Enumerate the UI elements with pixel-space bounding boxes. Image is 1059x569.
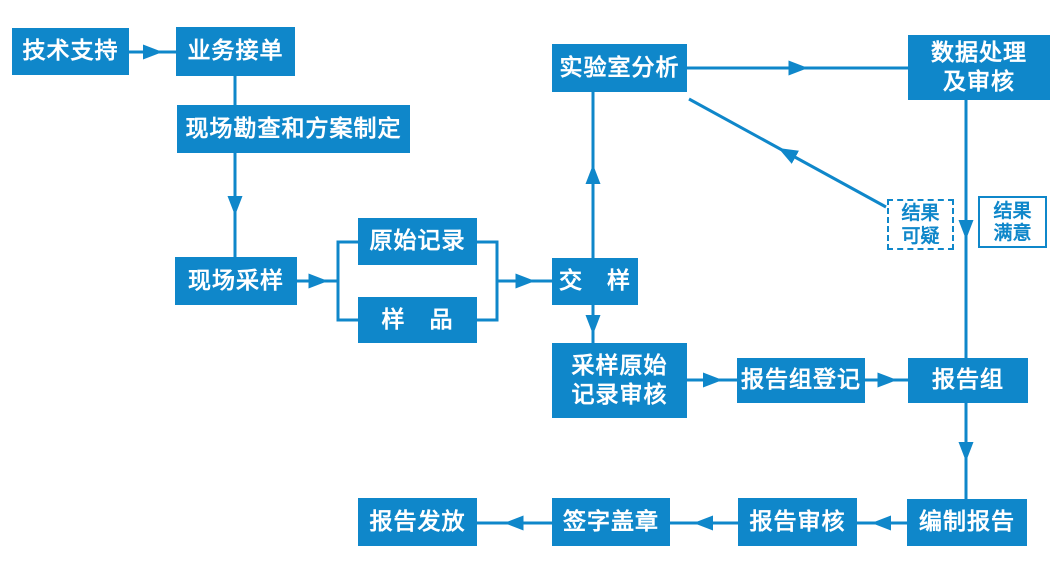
node-sampling-record-review: 采样原始 记录审核 bbox=[552, 343, 687, 418]
edge-suspicious-result-back-to-lab-analysis bbox=[688, 97, 887, 209]
node-order-intake: 业务接单 bbox=[176, 27, 295, 76]
node-tech-support: 技术支持 bbox=[12, 28, 129, 75]
node-report-issuance: 报告发放 bbox=[358, 498, 477, 546]
node-report-group: 报告组 bbox=[908, 358, 1028, 403]
node-field-sampling: 现场采样 bbox=[175, 257, 297, 305]
annotation-result-suspicious: 结果 可疑 bbox=[887, 199, 954, 250]
node-sign-seal: 签字盖章 bbox=[552, 498, 670, 546]
node-sample: 样 品 bbox=[358, 297, 477, 343]
node-report-review: 报告审核 bbox=[738, 498, 857, 546]
node-sample-handover: 交 样 bbox=[552, 258, 638, 305]
edge-outputs-bracket-left bbox=[336, 240, 358, 322]
node-original-records: 原始记录 bbox=[358, 218, 477, 265]
node-report-compilation: 编制报告 bbox=[907, 499, 1027, 546]
node-report-group-registration: 报告组登记 bbox=[737, 358, 865, 403]
edge-outputs-bracket-right bbox=[477, 240, 499, 322]
node-site-survey-plan: 现场勘查和方案制定 bbox=[177, 105, 410, 153]
annotation-result-satisfactory: 结果 满意 bbox=[978, 196, 1047, 248]
node-data-processing-review: 数据处理 及审核 bbox=[908, 35, 1050, 100]
node-lab-analysis: 实验室分析 bbox=[552, 44, 687, 92]
